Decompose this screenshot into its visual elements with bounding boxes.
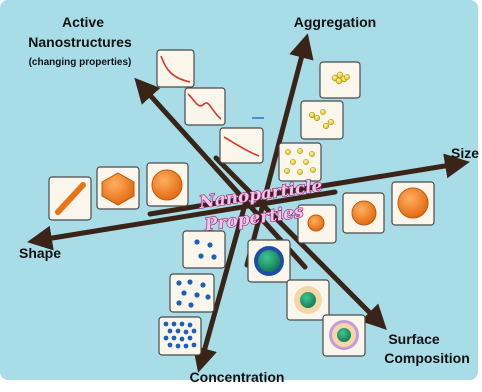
label-surface-line1: Surface: [388, 331, 440, 347]
label-concentration: Concentration: [190, 369, 285, 385]
label-aggregation: Aggregation: [294, 14, 376, 30]
surface-tile-1: [247, 239, 291, 283]
label-active-line2: Nanostructures: [28, 34, 132, 50]
arrow-concentration: [192, 198, 249, 373]
active-tile-3: [219, 127, 264, 164]
arrow-size: [147, 153, 470, 217]
axis-arrows: [27, 33, 470, 373]
small-aggregate-icon: [308, 109, 335, 130]
arrow-active: [134, 77, 308, 270]
medium-sphere-icon: [351, 200, 377, 226]
aggregation-tile-2: [300, 100, 344, 140]
dispersed-dots-icon: [284, 148, 316, 175]
concentration-tile-3: [158, 316, 202, 356]
label-shape: Shape: [19, 245, 61, 261]
size-tile-1: [297, 204, 337, 244]
curve-flat-icon: [223, 136, 260, 157]
curve-wave-icon: [187, 93, 222, 120]
label-surface-line2: Composition: [384, 350, 470, 366]
label-size: Size: [451, 145, 479, 161]
small-sphere-icon: [307, 214, 325, 232]
aggregation-tile-1: [319, 61, 361, 99]
surface-tile-2: [286, 279, 330, 321]
curve-decay-icon: [160, 55, 191, 83]
core-shell-purple-icon: [329, 320, 359, 350]
concentration-tile-2: [169, 273, 215, 313]
concentration-tile-1: [182, 230, 226, 269]
arrow-shape: [27, 189, 338, 251]
core-shell-blue-icon: [254, 246, 284, 276]
aggregation-tile-3: [278, 142, 322, 182]
medium-concentration-icon: [176, 279, 211, 308]
cluster-icon: [331, 71, 350, 85]
shape-tile-3: [146, 162, 189, 207]
active-tile-2: [184, 87, 226, 126]
label-active-line1: Active: [62, 14, 104, 30]
arrow-aggregation: [244, 33, 314, 268]
sphere-icon: [151, 169, 183, 201]
low-concentration-icon: [194, 239, 217, 260]
shape-tile-1: [48, 176, 92, 221]
large-sphere-icon: [397, 187, 429, 219]
core-shell-tan-icon: [294, 286, 322, 314]
size-tile-3: [391, 181, 435, 226]
rod-icon: [55, 182, 86, 215]
hexagon-icon: [101, 172, 135, 206]
high-concentration-icon: [163, 321, 197, 349]
active-tile-1: [156, 49, 195, 88]
surface-tile-3: [322, 314, 366, 357]
label-active-sub: (changing properties): [29, 57, 132, 68]
size-tile-2: [342, 192, 385, 234]
shape-tile-2: [96, 166, 140, 210]
